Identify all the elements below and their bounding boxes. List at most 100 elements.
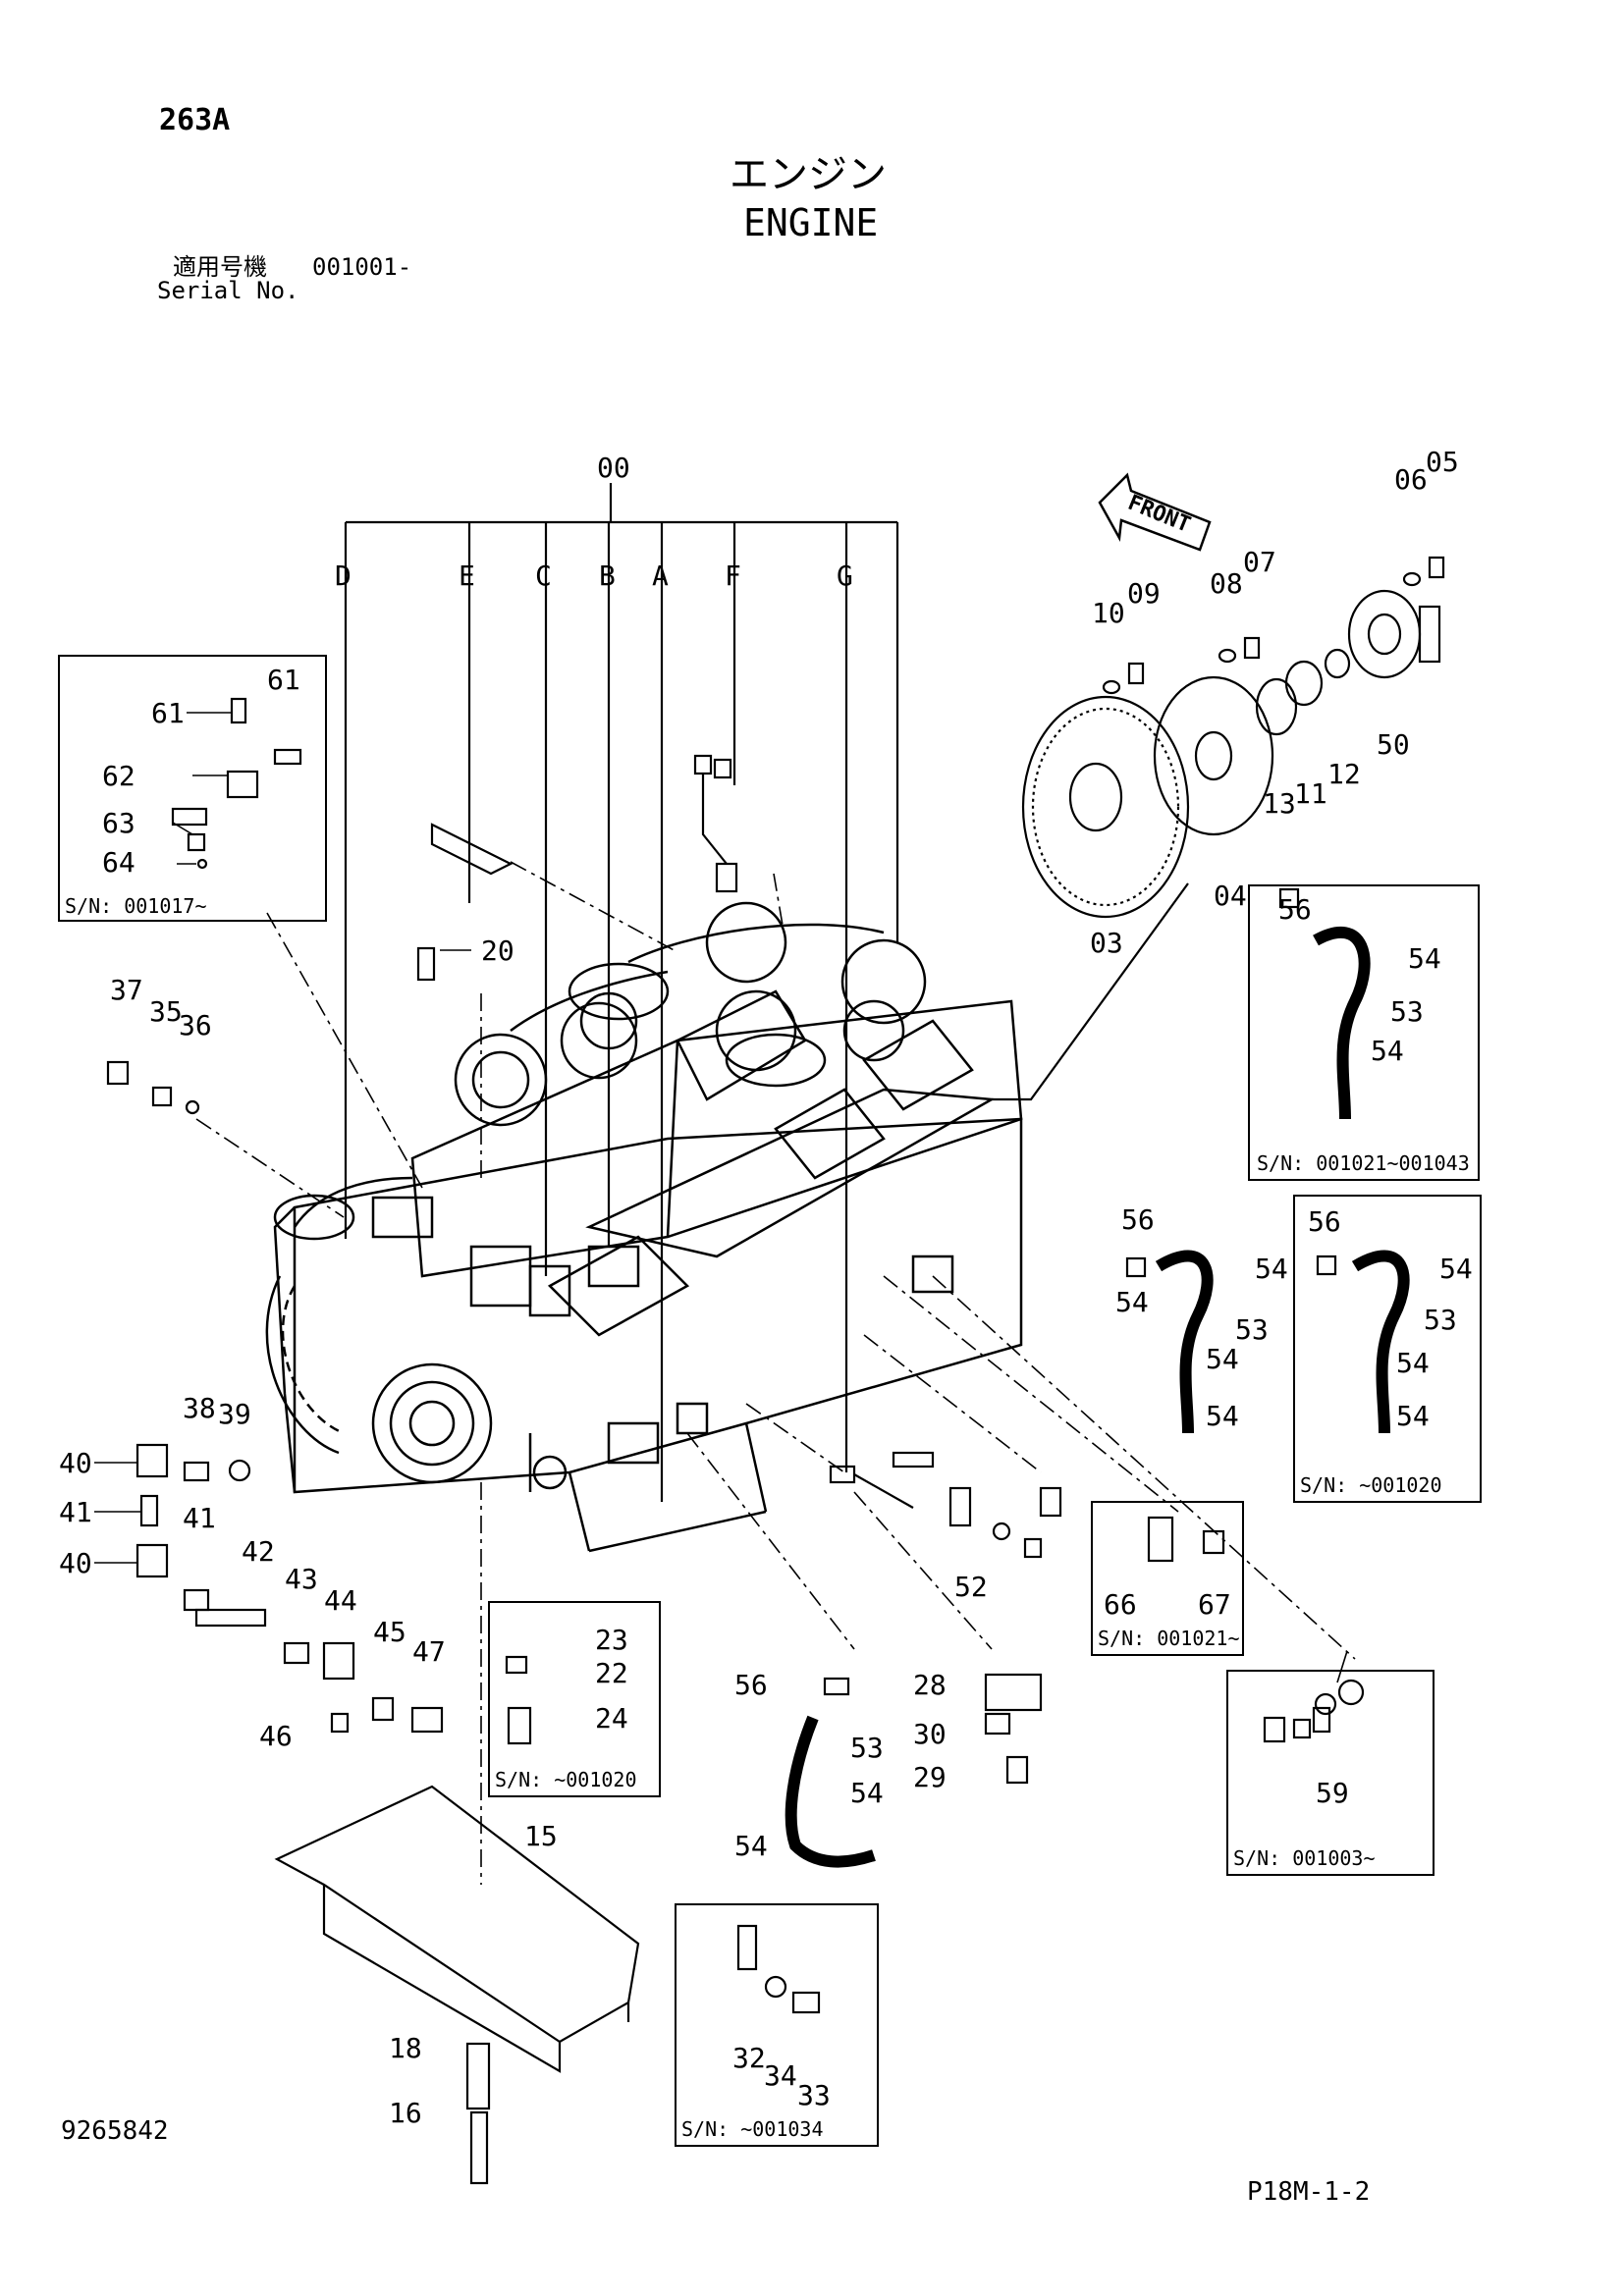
- label-24: 24: [595, 1702, 628, 1735]
- label-56: 56: [1308, 1205, 1341, 1238]
- label-33: 33: [797, 2079, 831, 2111]
- inset-c-serial: S/N: ~001020: [1300, 1473, 1442, 1497]
- label-52: 52: [954, 1571, 988, 1603]
- label-53: 53: [850, 1732, 884, 1764]
- label-23: 23: [595, 1624, 628, 1656]
- label-36: 36: [179, 1009, 212, 1041]
- label-56: 56: [1121, 1203, 1155, 1236]
- small-parts: [106, 697, 1410, 2185]
- label-54: 54: [1408, 942, 1441, 975]
- label-07: 07: [1243, 546, 1276, 578]
- label-54: 54: [1206, 1343, 1239, 1375]
- inset-f-serial: S/N: 001003~: [1233, 1846, 1376, 1870]
- assembly-callout: 00: [597, 452, 630, 484]
- label-32: 32: [732, 2042, 766, 2074]
- serial-label-japanese: 適用号機: [173, 253, 267, 281]
- title-japanese: エンジン: [730, 152, 887, 197]
- document-number: 9265842: [61, 2116, 169, 2146]
- label-35: 35: [149, 995, 183, 1028]
- subgroup-d: D: [335, 560, 352, 592]
- label-50: 50: [1377, 728, 1410, 761]
- label-56: 56: [1278, 893, 1312, 926]
- inset-b-serial: S/N: 001021~001043: [1257, 1151, 1470, 1175]
- label-54: 54: [1206, 1400, 1239, 1432]
- label-03: 03: [1090, 927, 1123, 959]
- leader-lines: [195, 861, 1356, 1885]
- label-37: 37: [110, 974, 143, 1006]
- label-56: 56: [734, 1669, 768, 1701]
- label-54: 54: [1396, 1400, 1430, 1432]
- label-63: 63: [102, 807, 135, 839]
- inset-g-serial: S/N: ~001034: [681, 2117, 824, 2141]
- label-40: 40: [59, 1547, 92, 1579]
- label-53: 53: [1424, 1304, 1457, 1336]
- inset-boxes: [58, 655, 1482, 2147]
- label-54: 54: [1439, 1253, 1473, 1285]
- label-53: 53: [1235, 1313, 1269, 1346]
- label-64: 64: [102, 846, 135, 879]
- label-45: 45: [373, 1616, 406, 1648]
- engine-block: [265, 901, 1023, 1553]
- label-53: 53: [1390, 995, 1424, 1028]
- subgroup-g: G: [837, 560, 853, 592]
- label-39: 39: [218, 1398, 251, 1430]
- label-22: 22: [595, 1657, 628, 1689]
- inset-a-serial: S/N: 001017~: [65, 894, 207, 918]
- subgroup-a: A: [652, 560, 669, 592]
- label-61: 61: [267, 664, 300, 696]
- label-41: 41: [183, 1502, 216, 1534]
- label-54: 54: [1371, 1035, 1404, 1067]
- label-54: 54: [850, 1777, 884, 1809]
- label-66: 66: [1104, 1588, 1137, 1621]
- label-12: 12: [1327, 758, 1361, 790]
- serial-range: 001001-: [312, 253, 412, 281]
- title-english: ENGINE: [743, 201, 879, 244]
- label-leaders: [94, 712, 1348, 1683]
- label-13: 13: [1263, 787, 1296, 820]
- label-28: 28: [913, 1669, 947, 1701]
- inset-e-serial: S/N: ~001020: [495, 1768, 637, 1791]
- label-16: 16: [389, 2097, 422, 2129]
- label-10: 10: [1092, 597, 1125, 629]
- label-59: 59: [1316, 1777, 1349, 1809]
- label-61: 61: [151, 697, 185, 729]
- label-06: 06: [1394, 463, 1428, 496]
- inset-d-serial: S/N: 001021~: [1098, 1627, 1240, 1650]
- label-29: 29: [913, 1761, 947, 1793]
- front-label: FRONT: [1124, 491, 1194, 538]
- label-54: 54: [1255, 1253, 1288, 1285]
- subgroup-b: B: [599, 560, 616, 592]
- assembly-tree: [344, 483, 899, 1502]
- label-62: 62: [102, 760, 135, 792]
- serial-label-english: Serial No.: [157, 277, 299, 304]
- subgroup-f: F: [725, 560, 741, 592]
- flywheel-parts: [992, 556, 1445, 1101]
- label-08: 08: [1210, 567, 1243, 600]
- label-47: 47: [412, 1635, 446, 1668]
- label-41: 41: [59, 1496, 92, 1528]
- label-09: 09: [1127, 577, 1161, 610]
- label-05: 05: [1426, 446, 1459, 478]
- label-54: 54: [1396, 1347, 1430, 1379]
- label-15: 15: [524, 1820, 558, 1852]
- label-04: 04: [1214, 880, 1247, 912]
- label-44: 44: [324, 1584, 357, 1617]
- label-54: 54: [734, 1830, 768, 1862]
- label-43: 43: [285, 1563, 318, 1595]
- label-40: 40: [59, 1447, 92, 1479]
- label-18: 18: [389, 2032, 422, 2064]
- subgroup-c: C: [535, 560, 552, 592]
- page-reference: P18M-1-2: [1247, 2177, 1371, 2207]
- label-67: 67: [1198, 1588, 1231, 1621]
- label-34: 34: [764, 2059, 797, 2092]
- label-20: 20: [481, 934, 514, 967]
- label-11: 11: [1294, 777, 1327, 810]
- front-arrow: [1098, 472, 1212, 552]
- page-code: 263A: [159, 103, 231, 137]
- label-46: 46: [259, 1720, 293, 1752]
- label-30: 30: [913, 1718, 947, 1750]
- label-54: 54: [1115, 1286, 1149, 1318]
- label-38: 38: [183, 1392, 216, 1424]
- label-42: 42: [242, 1535, 275, 1568]
